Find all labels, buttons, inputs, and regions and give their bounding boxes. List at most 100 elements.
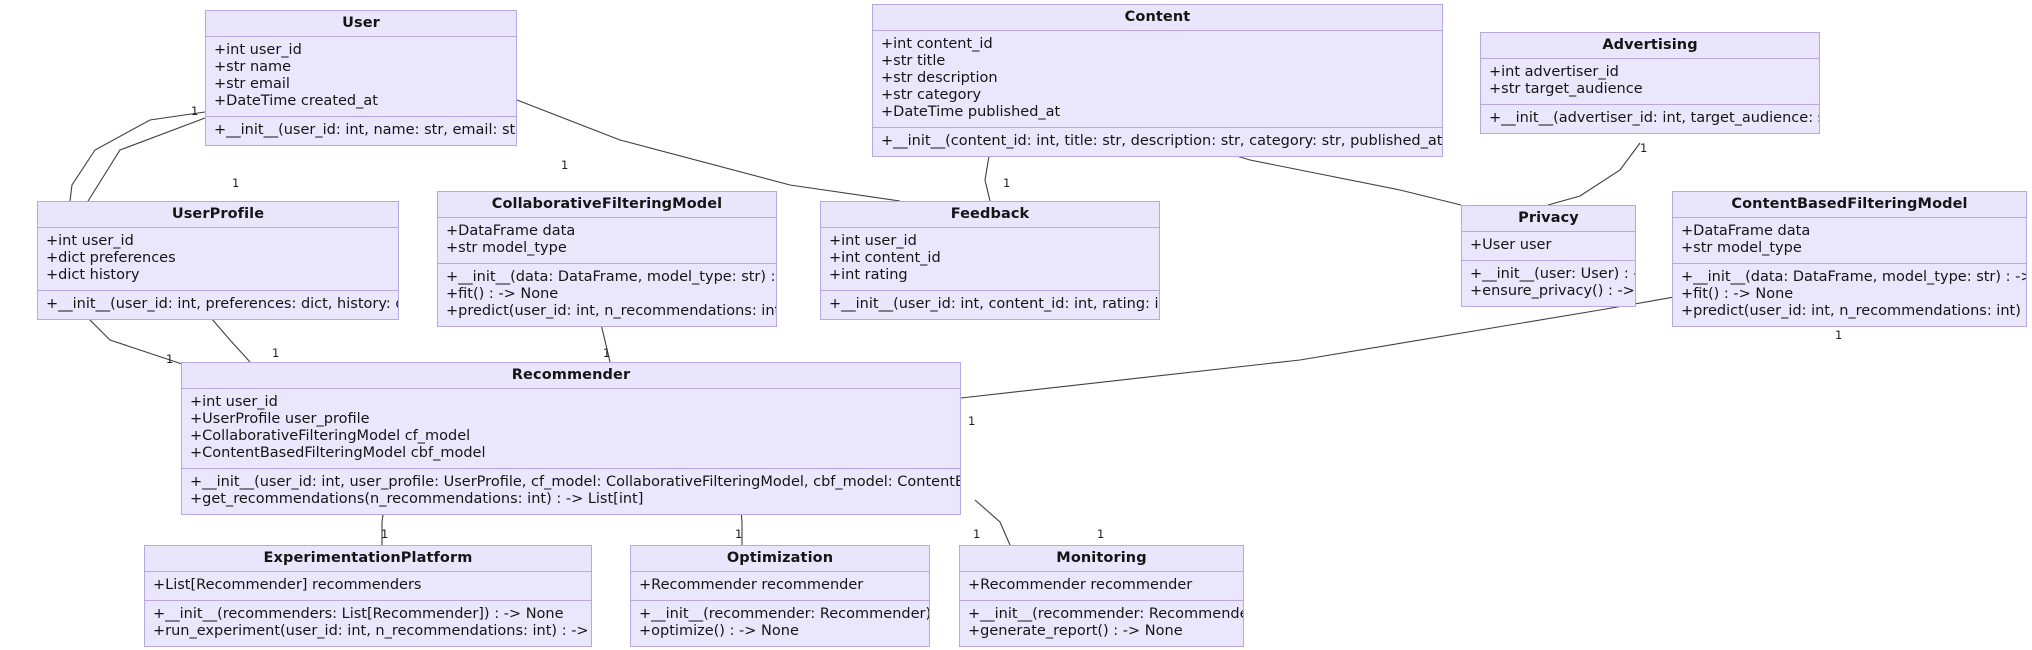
uml-class-title-feedback: Feedback xyxy=(821,202,1159,228)
uml-attribute-row: +str model_type xyxy=(446,240,567,256)
uml-attributes-recommender: +int user_id+UserProfile user_profile+Co… xyxy=(182,389,960,468)
uml-attribute-row: +int rating xyxy=(829,267,908,283)
multiplicity-label: 1 xyxy=(272,346,280,360)
uml-class-monitoring[interactable]: Monitoring +Recommender recommender +__ini… xyxy=(959,545,1244,647)
uml-methods-feedback: +__init__(user_id: int, content_id: int,… xyxy=(821,290,1159,319)
uml-class-userprofile[interactable]: UserProfile+int user_id+dict preferences… xyxy=(37,201,399,320)
multiplicity-label: 1 xyxy=(1835,328,1843,342)
uml-attributes-userprofile: +int user_id+dict preferences+dict histo… xyxy=(38,228,398,290)
uml-attribute-row: +Recommender recommender xyxy=(639,577,864,593)
uml-edge-user-userprofile xyxy=(69,111,206,202)
multiplicity-label: 1 xyxy=(603,346,611,360)
uml-class-title-monitoring: Monitoring xyxy=(960,546,1243,572)
uml-method-row: +optimize() : -> None xyxy=(639,623,799,639)
uml-attribute-row: +str email xyxy=(214,76,290,92)
uml-attribute-row: +str name xyxy=(214,59,292,75)
uml-class-title-privacy: Privacy xyxy=(1462,206,1635,232)
multiplicity-label: 1 xyxy=(232,176,240,190)
uml-attribute-row: +DataFrame data xyxy=(446,223,576,239)
uml-class-title-optimization: Optimization xyxy=(631,546,929,572)
uml-attribute-row: +ContentBasedFilteringModel cbf_model xyxy=(190,445,486,461)
uml-methods-recommender: +__init__(user_id: int, user_profile: Us… xyxy=(182,468,960,514)
uml-class-cbfmodel[interactable]: ContentBasedFilteringModel+DataFrame dat… xyxy=(1672,191,2027,327)
uml-method-row: +fit() : -> None xyxy=(1681,286,1794,302)
uml-class-optimization[interactable]: Optimization +Recommender recommender +__i… xyxy=(630,545,930,647)
uml-method-row: +ensure_privacy() : -> None xyxy=(1470,283,1635,299)
uml-attribute-row: +int user_id xyxy=(46,233,134,249)
uml-attribute-row: +str title xyxy=(881,53,946,69)
uml-attributes-monitoring: +Recommender recommender xyxy=(960,572,1243,600)
uml-class-privacy[interactable]: Privacy+User user+__init__(user: User) :… xyxy=(1461,205,1636,307)
uml-attribute-row: +DateTime published_at xyxy=(881,104,1061,120)
uml-attributes-cbfmodel: +DataFrame data+str model_type xyxy=(1673,218,2026,263)
multiplicity-label: 1 xyxy=(1003,176,1011,190)
uml-class-title-content: Content xyxy=(873,5,1442,31)
uml-methods-content: +__init__(content_id: int, title: str, d… xyxy=(873,127,1442,156)
uml-attribute-row: +int advertiser_id xyxy=(1489,64,1619,80)
uml-class-title-cfmodel: CollaborativeFilteringModel xyxy=(438,192,776,218)
uml-class-title-advertising: Advertising xyxy=(1481,33,1819,59)
multiplicity-label: 1 xyxy=(1097,527,1105,541)
uml-class-recommender[interactable]: Recommender+int user_id+UserProfile user… xyxy=(181,362,961,515)
uml-edge-user-feedback xyxy=(516,99,901,202)
uml-attributes-privacy: +User user xyxy=(1462,232,1635,260)
uml-method-row: +__init__(content_id: int, title: str, d… xyxy=(881,133,1443,149)
multiplicity-label: 1 xyxy=(191,104,199,118)
uml-class-title-userprofile: UserProfile xyxy=(38,202,398,228)
uml-attribute-row: +str target_audience xyxy=(1489,81,1643,97)
uml-attribute-row: +dict history xyxy=(46,267,140,283)
uml-attribute-row: +DateTime created_at xyxy=(214,93,378,109)
uml-class-feedback[interactable]: Feedback+int user_id+int content_id+int … xyxy=(820,201,1160,320)
multiplicity-label: 1 xyxy=(973,527,981,541)
uml-attribute-row: +int user_id xyxy=(190,394,278,410)
uml-attribute-row: +Recommender recommender xyxy=(968,577,1193,593)
multiplicity-label: 1 xyxy=(968,414,976,428)
uml-method-row: +__init__(data: DataFrame, model_type: s… xyxy=(1681,269,2026,285)
uml-method-row: +predict(user_id: int, n_recommendations… xyxy=(1681,303,2026,319)
multiplicity-label: 1 xyxy=(1640,141,1648,155)
uml-methods-userprofile: +__init__(user_id: int, preferences: dic… xyxy=(38,290,398,319)
uml-method-row: +__init__(user_id: int, preferences: dic… xyxy=(46,296,398,312)
uml-class-user[interactable]: User+int user_id+str name+str email+Date… xyxy=(205,10,517,146)
uml-attributes-user: +int user_id+str name+str email+DateTime… xyxy=(206,37,516,116)
uml-methods-privacy: +__init__(user: User) : -> None+ensure_p… xyxy=(1462,260,1635,306)
uml-attribute-row: +UserProfile user_profile xyxy=(190,411,370,427)
uml-method-row: +__init__(advertiser_id: int, target_aud… xyxy=(1489,110,1819,126)
uml-methods-monitoring: +__init__(recommender: Recommender) : ->… xyxy=(960,600,1243,646)
uml-class-title-recommender: Recommender xyxy=(182,363,960,389)
multiplicity-label: 1 xyxy=(735,527,743,541)
uml-attributes-advertising: +int advertiser_id+str target_audience xyxy=(1481,59,1819,104)
uml-attributes-feedback: +int user_id+int content_id+int rating xyxy=(821,228,1159,290)
uml-class-title-cbfmodel: ContentBasedFilteringModel xyxy=(1673,192,2026,218)
uml-methods-cbfmodel: +__init__(data: DataFrame, model_type: s… xyxy=(1673,263,2026,326)
uml-method-row: +__init__(recommender: Recommender) : ->… xyxy=(639,606,930,622)
uml-method-row: +__init__(user: User) : -> None xyxy=(1470,266,1635,282)
uml-method-row: +__init__(user_id: int, user_profile: Us… xyxy=(190,474,960,490)
uml-attribute-row: +str model_type xyxy=(1681,240,1802,256)
uml-attribute-row: +List[Recommender] recommenders xyxy=(153,577,422,593)
uml-attribute-row: +CollaborativeFilteringModel cf_model xyxy=(190,428,471,444)
uml-class-advertising[interactable]: Advertising+int advertiser_id+str target… xyxy=(1480,32,1820,134)
uml-attribute-row: +str description xyxy=(881,70,998,86)
uml-method-row: +__init__(recommender: Recommender) : ->… xyxy=(968,606,1243,622)
uml-methods-advertising: +__init__(advertiser_id: int, target_aud… xyxy=(1481,104,1819,133)
uml-class-experimentationplatform[interactable]: ExperimentationPlatform +List[Recommender… xyxy=(144,545,592,647)
multiplicity-label: 1 xyxy=(166,352,174,366)
uml-class-title-user: User xyxy=(206,11,516,37)
uml-methods-experimentationplatform: +__init__(recommenders: List[Recommender… xyxy=(145,600,591,646)
uml-attribute-row: +int content_id xyxy=(881,36,993,52)
uml-attributes-cfmodel: +DataFrame data+str model_type xyxy=(438,218,776,263)
uml-method-row: +get_recommendations(n_recommendations: … xyxy=(190,491,644,507)
uml-method-row: +generate_report() : -> None xyxy=(968,623,1183,639)
uml-class-title-experimentationplatform: ExperimentationPlatform xyxy=(145,546,591,572)
uml-attribute-row: +int user_id xyxy=(829,233,917,249)
uml-attributes-content: +int content_id+str title+str descriptio… xyxy=(873,31,1442,127)
uml-class-cfmodel[interactable]: CollaborativeFilteringModel+DataFrame da… xyxy=(437,191,777,327)
multiplicity-label: 1 xyxy=(561,158,569,172)
uml-attributes-experimentationplatform: +List[Recommender] recommenders xyxy=(145,572,591,600)
uml-methods-optimization: +__init__(recommender: Recommender) : ->… xyxy=(631,600,929,646)
uml-class-content[interactable]: Content+int content_id+str title+str des… xyxy=(872,4,1443,157)
uml-methods-user: +__init__(user_id: int, name: str, email… xyxy=(206,116,516,145)
uml-method-row: +__init__(user_id: int, name: str, email… xyxy=(214,122,516,138)
